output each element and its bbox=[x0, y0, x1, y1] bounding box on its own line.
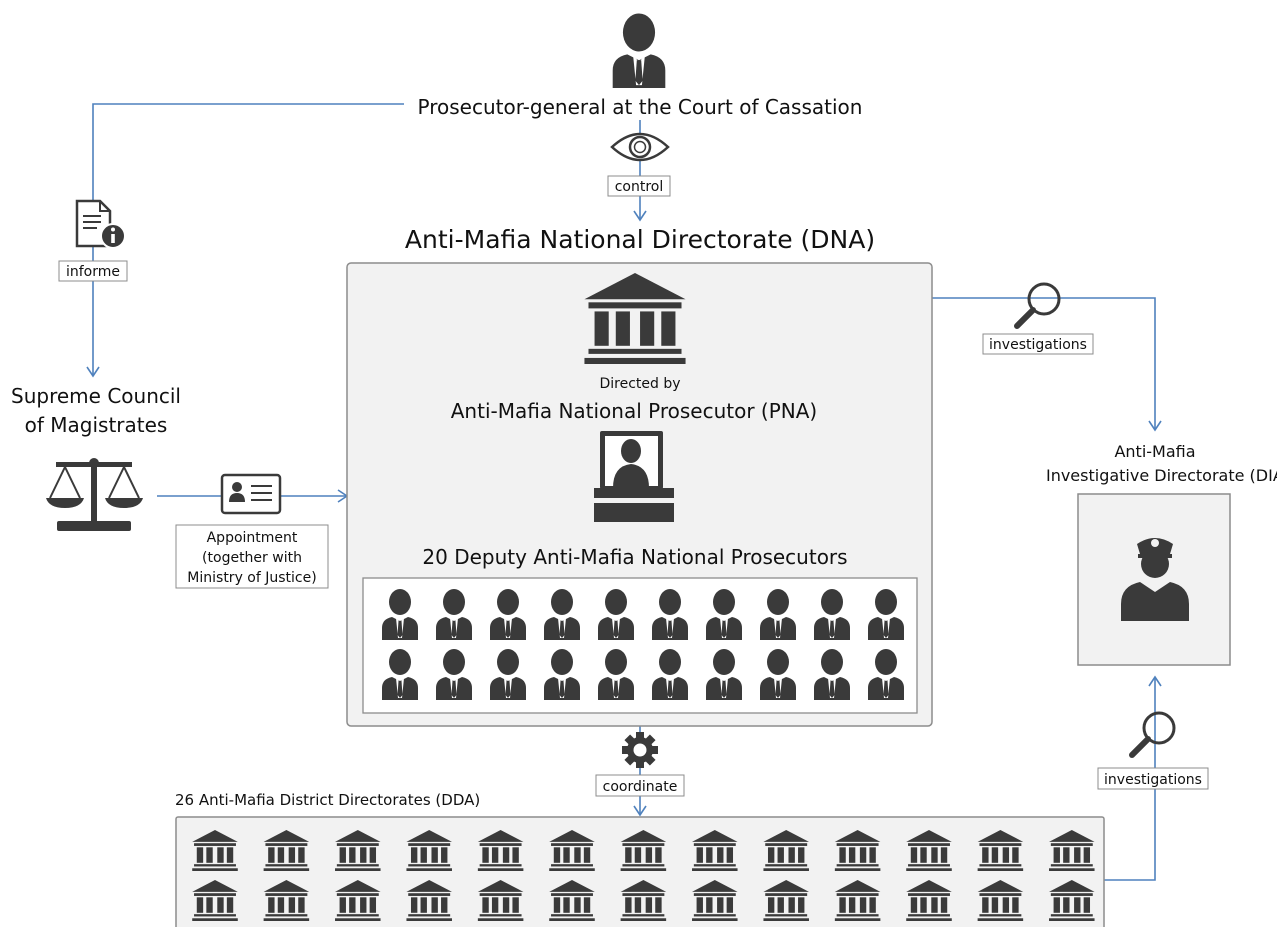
appointment-line1: Appointment bbox=[207, 530, 298, 546]
coordinate-label: coordinate bbox=[603, 779, 678, 795]
informe-link: informe bbox=[58, 199, 128, 282]
investigations-bottom-link: investigations bbox=[1097, 713, 1209, 790]
dia-title-line2: Investigative Directorate (DIA) bbox=[1046, 466, 1277, 485]
judge-at-bench-icon bbox=[594, 431, 674, 522]
investigations-bottom-label: investigations bbox=[1104, 772, 1202, 788]
deputies-title: 20 Deputy Anti-Mafia National Prosecutor… bbox=[422, 545, 847, 569]
prosecutor-general-node: Prosecutor-general at the Court of Cassa… bbox=[404, 13, 874, 119]
dia-node: Anti-Mafia Investigative Directorate (DI… bbox=[1046, 442, 1277, 666]
coordinate-link: coordinate bbox=[595, 732, 685, 797]
directed-by-label: Directed by bbox=[599, 376, 680, 392]
gear-icon bbox=[622, 732, 658, 768]
appointment-line2: (together with bbox=[202, 550, 302, 566]
appointment-line3: Ministry of Justice) bbox=[187, 570, 316, 586]
scales-icon bbox=[46, 458, 143, 531]
csm-node: Supreme Council of Magistrates bbox=[11, 384, 181, 531]
dna-title: Anti-Mafia National Directorate (DNA) bbox=[405, 225, 875, 254]
csm-title-line2: of Magistrates bbox=[25, 413, 168, 437]
appointment-link: Appointment (together with Ministry of J… bbox=[175, 473, 329, 589]
eye-icon bbox=[610, 132, 670, 162]
person-suit-icon bbox=[612, 13, 666, 88]
id-card-icon bbox=[220, 473, 282, 515]
police-officer-icon bbox=[1121, 538, 1189, 621]
control-link: control bbox=[607, 132, 671, 197]
pna-title: Anti-Mafia National Prosecutor (PNA) bbox=[451, 399, 817, 423]
document-info-icon bbox=[75, 199, 126, 249]
dna-node: Anti-Mafia National Directorate (DNA) Di… bbox=[346, 225, 933, 727]
dda-title: 26 Anti-Mafia District Directorates (DDA… bbox=[175, 791, 480, 809]
prosecutor-general-title: Prosecutor-general at the Court of Cassa… bbox=[418, 95, 863, 119]
informe-label: informe bbox=[66, 264, 120, 280]
csm-title-line1: Supreme Council bbox=[11, 384, 181, 408]
magnifier-icon bbox=[1017, 284, 1059, 326]
dia-title-line1: Anti-Mafia bbox=[1114, 442, 1195, 461]
magnifier-icon bbox=[1132, 713, 1174, 755]
dda-node: 26 Anti-Mafia District Directorates (DDA… bbox=[175, 791, 1105, 927]
control-label: control bbox=[615, 179, 664, 195]
dia-panel bbox=[1077, 493, 1231, 666]
investigations-top-link: investigations bbox=[982, 284, 1094, 355]
investigations-top-label: investigations bbox=[989, 337, 1087, 353]
